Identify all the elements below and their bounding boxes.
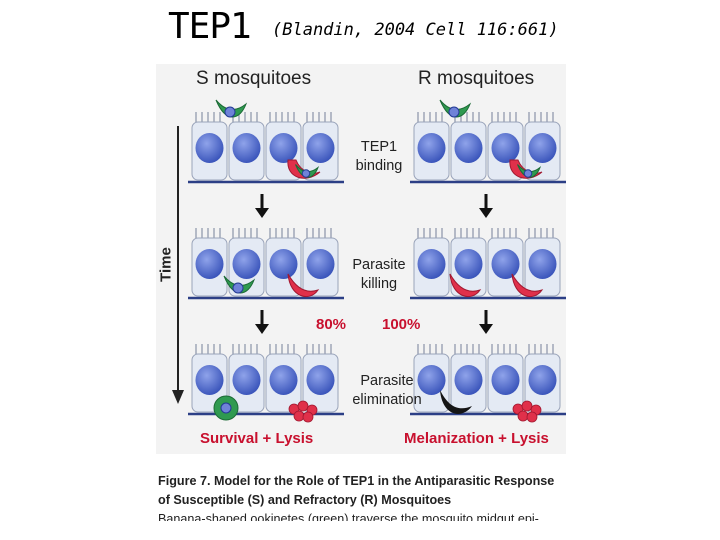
percent-susceptible: 80%: [316, 316, 347, 333]
figure-panel: S mosquitoes R mosquitoes Time TEP1 bind…: [156, 64, 566, 454]
cell-nucleus: [417, 249, 446, 279]
percent-refractory: 100%: [382, 316, 421, 333]
outcome-refractory: Melanization + Lysis: [404, 430, 549, 447]
killed-parasite: [511, 273, 544, 298]
step-label-elimination-text: Parasite elimination: [352, 373, 422, 408]
lysis-debris: [526, 411, 538, 423]
cell-nucleus: [454, 249, 483, 279]
outcome-susceptible: Survival + Lysis: [200, 430, 314, 447]
cell-nucleus: [528, 249, 557, 279]
cell-nucleus: [269, 249, 298, 279]
caption-title-line-1: Figure 7. Model for the Role of TEP1 in …: [158, 474, 555, 488]
cell-nucleus: [195, 365, 224, 395]
cell-nucleus: [306, 249, 335, 279]
citation: (Blandin, 2004 Cell 116:661): [272, 20, 559, 40]
cell-nucleus: [195, 249, 224, 279]
figure-caption: Figure 7. Model for the Role of TEP1 in …: [158, 472, 578, 510]
step-arrow-head: [255, 208, 269, 218]
step-label-killing: Parasite killing: [332, 256, 426, 294]
slide-title: TEP1: [168, 6, 252, 47]
lysis-debris: [302, 411, 314, 423]
step-arrow-head: [255, 324, 269, 334]
step-label-killing-text: Parasite killing: [352, 257, 406, 292]
right-column-title: R mosquitoes: [418, 68, 535, 89]
step-arrow-head: [479, 208, 493, 218]
cell-nucleus: [491, 249, 520, 279]
cell-nucleus: [195, 133, 224, 163]
figure-diagram: [172, 99, 566, 423]
caption-body-line: Banana-shaped ookinetes (green) traverse…: [158, 512, 539, 521]
cell-nucleus: [269, 365, 298, 395]
lysis-debris: [521, 400, 533, 412]
caption-body-cropped: Banana-shaped ookinetes (green) traverse…: [158, 510, 578, 521]
cell-nucleus: [232, 365, 261, 395]
left-column-title: S mosquitoes: [196, 68, 312, 89]
lysis-debris: [297, 400, 309, 412]
lysis-debris: [293, 410, 305, 422]
ookinete-entering-nucleus: [448, 106, 460, 118]
killed-parasite: [287, 273, 320, 298]
cell-nucleus: [491, 133, 520, 163]
lysis-debris: [517, 410, 529, 422]
cell-nucleus: [232, 133, 261, 163]
time-axis-label: Time: [157, 247, 175, 282]
step-arrow-head: [479, 324, 493, 334]
killed-parasite: [449, 273, 482, 298]
cell-nucleus: [306, 133, 335, 163]
cell-nucleus: [528, 133, 557, 163]
melanized-parasite: [440, 390, 472, 414]
ookinete-entering-nucleus: [224, 106, 236, 118]
time-axis-arrowhead: [172, 390, 184, 404]
cell-nucleus: [454, 365, 483, 395]
cell-nucleus: [269, 133, 298, 163]
cell-nucleus: [417, 365, 446, 395]
step-label-binding-text: TEP1 binding: [355, 139, 403, 174]
step-label-binding: TEP1 binding: [334, 138, 424, 176]
cell-nucleus: [417, 133, 446, 163]
cell-nucleus: [306, 365, 335, 395]
caption-title-line-2: of Susceptible (S) and Refractory (R) Mo…: [158, 493, 452, 507]
ookinete-basal-nucleus: [301, 169, 311, 178]
cell-nucleus: [232, 249, 261, 279]
step-label-elimination: Parasite elimination: [336, 372, 438, 410]
surviving-ookinete-nucleus: [232, 282, 244, 294]
cell-nucleus: [528, 365, 557, 395]
cell-nucleus: [491, 365, 520, 395]
cell-nucleus: [454, 133, 483, 163]
ookinete-basal-nucleus: [523, 169, 533, 178]
oocyst-nucleus: [220, 402, 232, 414]
